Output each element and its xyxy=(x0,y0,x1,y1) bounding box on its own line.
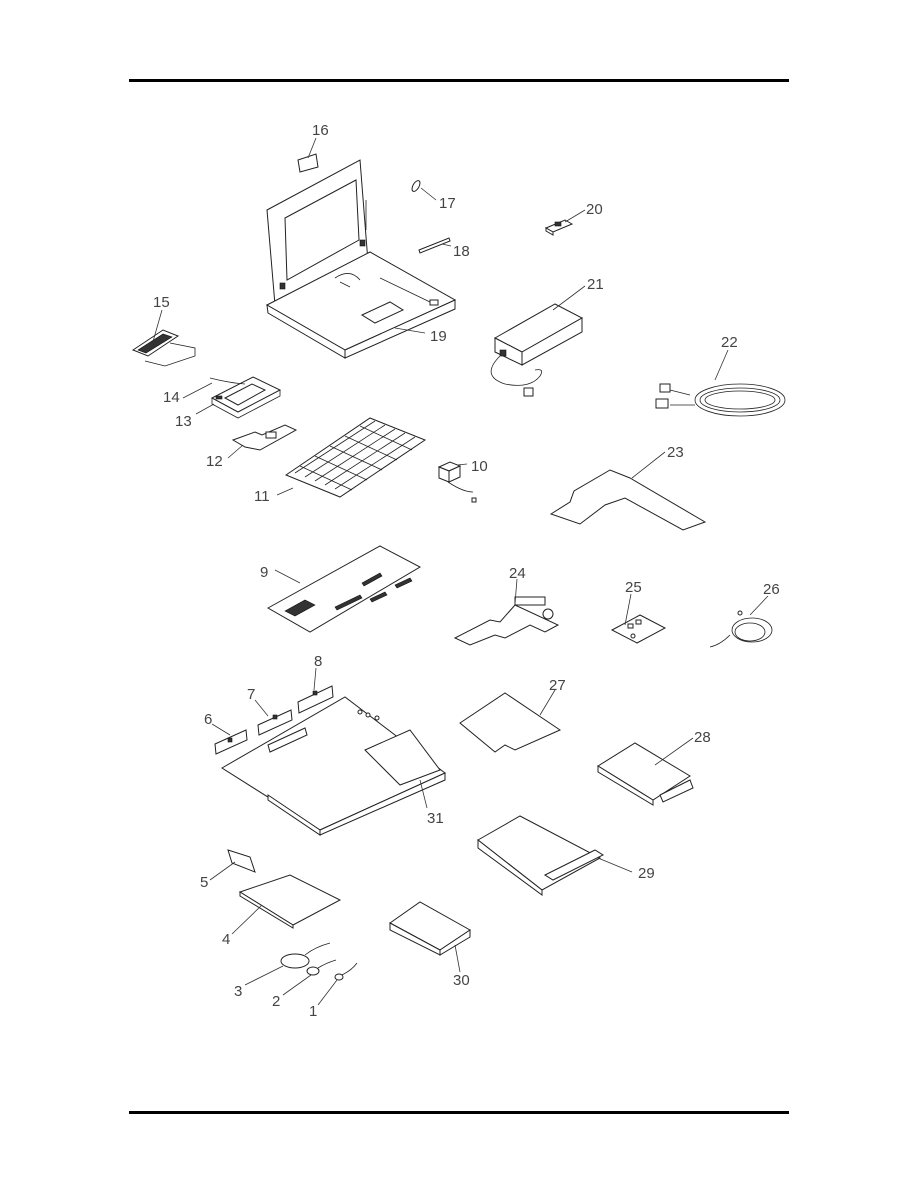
callout-14: 14 xyxy=(163,389,180,406)
callout-15: 15 xyxy=(153,294,170,311)
part-28-hard-disk-drive xyxy=(597,742,694,806)
callout-8: 8 xyxy=(314,653,322,670)
callout-6: 6 xyxy=(204,711,212,728)
part-25-modem-card xyxy=(610,614,667,644)
footer-rule xyxy=(129,1111,789,1114)
part-12-small-pcb xyxy=(231,424,298,451)
part-23-shield-plate xyxy=(549,469,707,531)
callout-labels: 16 17 18 19 20 21 22 15 14 13 12 11 10 2… xyxy=(153,122,780,1020)
part-30-main-battery xyxy=(389,901,471,956)
part-5-cover-plate xyxy=(227,849,256,873)
part-7-bracket xyxy=(257,709,293,736)
callout-1: 1 xyxy=(309,1003,317,1020)
part-21-ac-adapter xyxy=(490,303,584,397)
part-13-touchpad-assembly xyxy=(210,376,282,419)
callout-5: 5 xyxy=(200,874,208,891)
callout-23: 23 xyxy=(667,444,684,461)
callout-7: 7 xyxy=(247,686,255,703)
part-26-cable xyxy=(709,610,773,648)
part-24-io-board xyxy=(453,596,560,646)
callout-17: 17 xyxy=(439,195,456,212)
part-9-system-board xyxy=(266,545,422,633)
callout-16: 16 xyxy=(312,122,329,139)
part-10-speaker xyxy=(437,461,477,503)
part-6-bracket xyxy=(214,729,248,755)
part-20-latch xyxy=(544,219,574,236)
part-18-strip xyxy=(418,237,451,254)
callout-19: 19 xyxy=(430,328,447,345)
part-3-battery-pack xyxy=(280,942,331,969)
part-27-bay-cover xyxy=(459,692,562,753)
part-11-keyboard xyxy=(284,417,427,498)
callout-25: 25 xyxy=(625,579,642,596)
callout-11: 11 xyxy=(254,488,270,505)
callout-21: 21 xyxy=(587,276,604,293)
callout-18: 18 xyxy=(453,243,470,260)
callout-30: 30 xyxy=(453,972,470,989)
callout-22: 22 xyxy=(721,334,738,351)
callout-9: 9 xyxy=(260,564,268,581)
callout-12: 12 xyxy=(206,453,223,470)
part-31-bottom-case xyxy=(221,696,446,836)
callout-27: 27 xyxy=(549,677,566,694)
part-22-power-cord xyxy=(655,383,786,417)
part-29-drive xyxy=(477,815,605,896)
callout-29: 29 xyxy=(638,865,655,882)
part-8-bracket xyxy=(297,685,334,714)
part-1-coin-cell xyxy=(334,962,358,981)
callout-3: 3 xyxy=(234,983,242,1000)
callout-13: 13 xyxy=(175,413,192,430)
part-4-bay-tray xyxy=(238,874,342,929)
leader-lines xyxy=(151,137,769,1006)
part-2-coin-cell xyxy=(306,959,337,976)
callout-4: 4 xyxy=(222,931,230,948)
part-19-laptop-top-case xyxy=(265,159,457,359)
part-15-lcd-connector xyxy=(131,329,196,367)
callout-20: 20 xyxy=(586,201,603,218)
part-14-touchpad-cable xyxy=(209,377,246,385)
part-16-logo-badge xyxy=(297,153,319,173)
callout-26: 26 xyxy=(763,581,780,598)
header-rule xyxy=(129,79,789,82)
callout-2: 2 xyxy=(272,993,280,1010)
part-17-ring xyxy=(411,180,421,192)
callout-28: 28 xyxy=(694,729,711,746)
callout-24: 24 xyxy=(509,565,526,582)
callout-10: 10 xyxy=(471,458,488,475)
callout-31: 31 xyxy=(427,810,444,827)
